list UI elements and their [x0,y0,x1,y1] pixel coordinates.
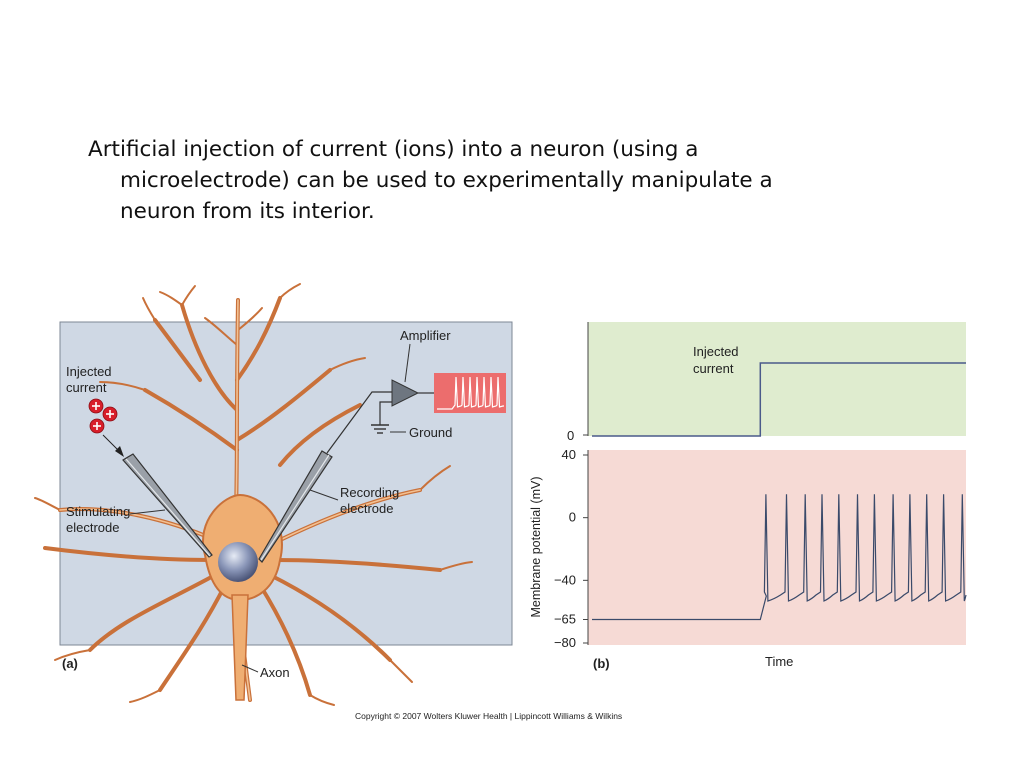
y-axis-label: Membrane potential (mV) [529,476,543,617]
panel-b-label: (b) [593,656,610,671]
arrow-icon [115,446,124,457]
axon [231,594,249,701]
label-stimulating-1: Stimulating [66,504,130,519]
label-stimulating-2: electrode [66,520,119,535]
current-panel-background [588,322,966,436]
injected-current-trace [592,362,966,437]
label-b-injected-2: current [693,361,734,376]
ground-icon [371,424,389,434]
label-axon: Axon [260,665,290,680]
y-tick-label: −80 [554,635,576,650]
panel-b: 0 Injected current 40 0 −40 −65 −80 Membrane… [529,322,967,671]
y-ticks: 40 0 −40 −65 −80 [554,447,588,650]
panel-a-background [59,321,513,646]
copyright: Copyright © 2007 Wolters Kluwer Health |… [355,711,623,721]
recording-wire [326,391,392,454]
stimulating-electrode [122,453,213,558]
label-amplifier: Amplifier [400,328,451,343]
y-tick-label: −65 [554,612,576,627]
label-b-injected-1: Injected [693,344,739,359]
neuron-dendrites [34,283,473,706]
caption-line-1: Artificial injection of current (ions) i… [88,137,699,162]
ion-cluster [88,398,118,434]
label-recording-1: Recording [340,485,399,500]
voltage-panel-background [588,450,966,645]
caption-line-2: microelectrode) can be used to experimen… [120,168,773,193]
y-tick-label: −40 [554,572,576,587]
nucleus [218,542,258,582]
label-injected-current-1: Injected [66,364,112,379]
membrane-potential-trace [592,494,967,621]
y-tick-label: 40 [562,447,576,462]
current-zero-tick: 0 [567,428,574,443]
amplifier-icon [391,379,420,407]
label-recording-2: electrode [340,501,393,516]
caption-line-3: neuron from its interior. [120,199,375,224]
y-tick-label: 0 [569,510,576,525]
output-spike-trace [437,376,504,410]
panel-a: Injected current Amplifier Ground Record… [34,283,513,706]
label-ground: Ground [409,425,452,440]
label-injected-current-2: current [66,380,107,395]
panel-a-label: (a) [62,656,78,671]
x-axis-label: Time [765,654,793,669]
caption: Artificial injection of current (ions) i… [88,134,928,227]
